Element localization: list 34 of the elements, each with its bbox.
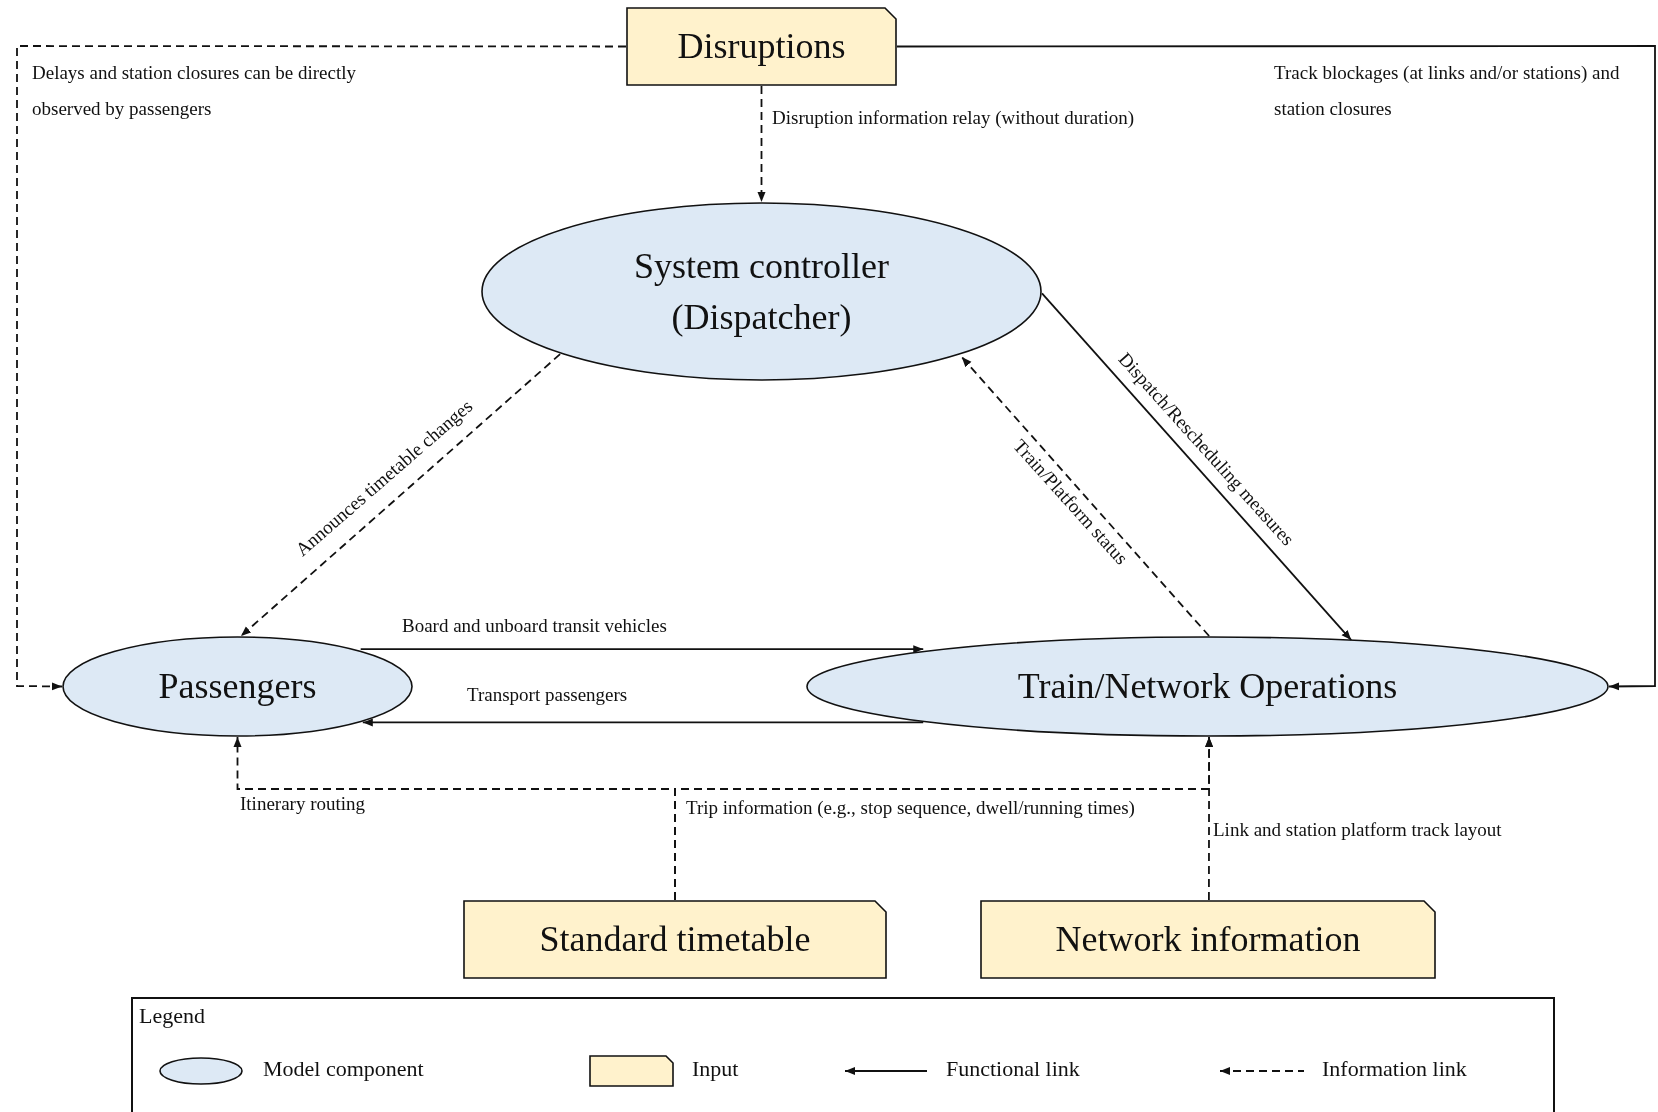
edge-label: Delays and station closures can be directly observed by passengers: [32, 61, 357, 121]
model-component-ellipse: [62, 636, 413, 737]
node-label: Train/Network Operations: [1017, 665, 1398, 709]
legend-text: Input: [692, 1056, 739, 1082]
legend-text: Functional link: [946, 1056, 1080, 1082]
node-label: Network information: [1055, 918, 1361, 962]
node-label: Standard timetable: [539, 918, 811, 962]
edge-label: Transport passengers: [467, 683, 628, 707]
edge-label: Disruption information relay (without duration): [772, 106, 1135, 130]
input-note-box: [626, 7, 897, 86]
edge-label: Board and unboard transit vehicles: [402, 614, 667, 638]
node-label: System controller (Dispatcher): [633, 245, 890, 339]
node-label: Disruptions: [677, 25, 846, 69]
arrow: [960, 356, 1210, 637]
arrow: [240, 353, 561, 637]
input-note-box: [980, 900, 1436, 979]
model-component-ellipse: [481, 202, 1042, 381]
arrow: [16, 45, 627, 691]
legend-title: Legend: [139, 1003, 205, 1029]
node-label: Passengers: [158, 665, 317, 709]
legend-text: Information link: [1322, 1056, 1467, 1082]
arrow: [361, 718, 925, 727]
edge-label: Link and station platform track layout: [1213, 818, 1503, 842]
edge-label: Itinerary routing: [240, 792, 366, 816]
arrow: [1205, 736, 1214, 901]
arrow: [896, 45, 1656, 691]
legend-text: Model component: [263, 1056, 424, 1082]
arrow: [359, 645, 925, 654]
input-note-box: [463, 900, 887, 979]
edge-label: Trip information (e.g., stop sequence, dwell/running times): [686, 796, 1136, 820]
model-component-ellipse: [806, 636, 1609, 737]
edge-label: Track blockages (at links and/or stations) and station closures: [1274, 61, 1621, 121]
arrow: [757, 85, 766, 203]
arrow: [1041, 292, 1353, 641]
